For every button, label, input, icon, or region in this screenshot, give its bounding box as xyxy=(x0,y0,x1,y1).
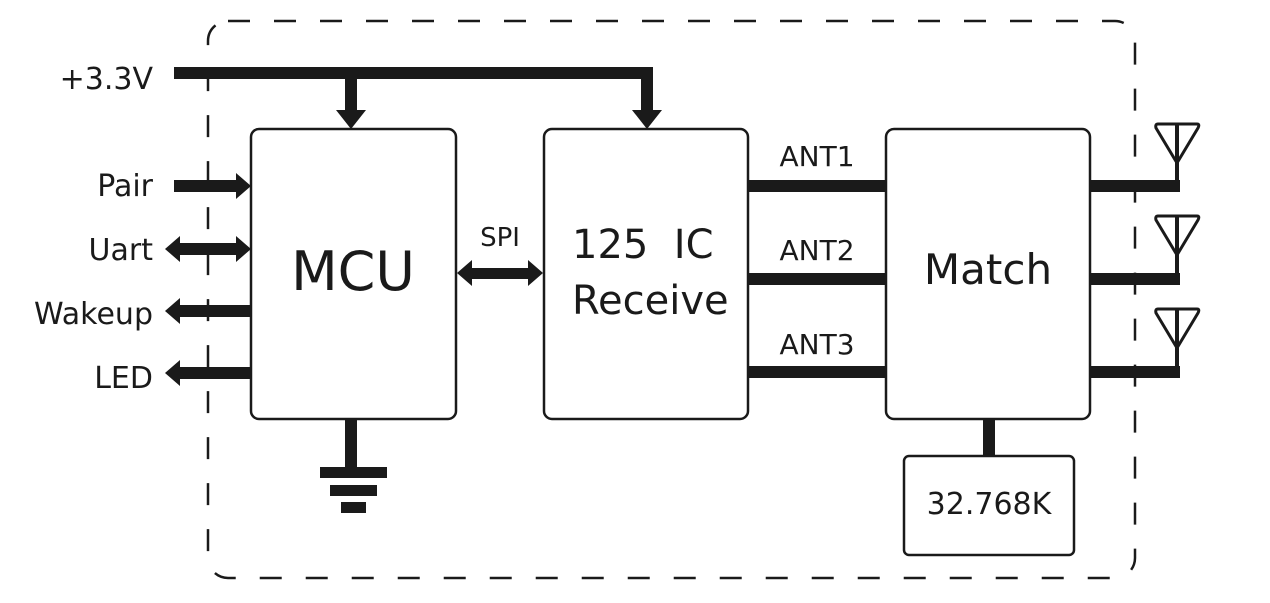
mcu-block: MCU xyxy=(249,127,458,421)
mcu-label: MCU xyxy=(291,240,415,303)
ground-icon xyxy=(320,419,387,513)
signal-pair: Pair xyxy=(97,169,251,204)
antenna-icon xyxy=(1154,307,1201,372)
signal-wakeup: Wakeup xyxy=(34,297,251,332)
spi-bus: SPI xyxy=(457,223,543,286)
power-arrow-mcu xyxy=(336,110,366,129)
antenna-line-label: ANT3 xyxy=(779,328,854,361)
arrow-in-icon xyxy=(236,173,251,199)
spi-label: SPI xyxy=(480,223,520,253)
antenna-1 xyxy=(1090,122,1201,192)
antenna-icon xyxy=(1154,122,1201,186)
antenna-line-1: ANT1 xyxy=(748,140,886,192)
signal-label-uart: Uart xyxy=(89,233,154,268)
arrow-right-icon xyxy=(528,260,543,286)
signal-uart: Uart xyxy=(89,233,251,268)
crystal-label: 32.768K xyxy=(927,487,1053,522)
signal-label-pair: Pair xyxy=(97,169,153,204)
receiver-block: 125 IC Receive xyxy=(542,127,750,421)
arrow-right-icon xyxy=(236,236,251,262)
antenna-3 xyxy=(1090,307,1201,378)
power-rail-label: +3.3V xyxy=(60,62,154,97)
arrow-left-icon xyxy=(457,260,472,286)
antenna-2 xyxy=(1090,214,1201,285)
module-boundary xyxy=(206,19,1137,580)
arrow-left-icon xyxy=(165,236,180,262)
antenna-line-label: ANT1 xyxy=(779,140,854,173)
signal-label-wakeup: Wakeup xyxy=(34,297,153,332)
antenna-icon xyxy=(1154,214,1201,279)
receiver-label-line1: 125 IC xyxy=(572,222,714,268)
antenna-line-3: ANT3 xyxy=(748,328,886,378)
receiver-label-line2: Receive xyxy=(572,278,729,324)
antenna-line-label: ANT2 xyxy=(779,234,854,267)
arrow-out-icon xyxy=(165,298,180,324)
match-block: Match xyxy=(884,127,1092,421)
crystal-block: 32.768K xyxy=(902,419,1076,557)
signal-label-led: LED xyxy=(94,361,153,396)
signal-led: LED xyxy=(94,360,251,396)
match-label: Match xyxy=(924,245,1052,294)
antenna-line-2: ANT2 xyxy=(748,234,886,285)
power-rail: +3.3V xyxy=(60,62,662,129)
power-arrow-receiver xyxy=(632,110,662,129)
arrow-out-icon xyxy=(165,360,180,386)
